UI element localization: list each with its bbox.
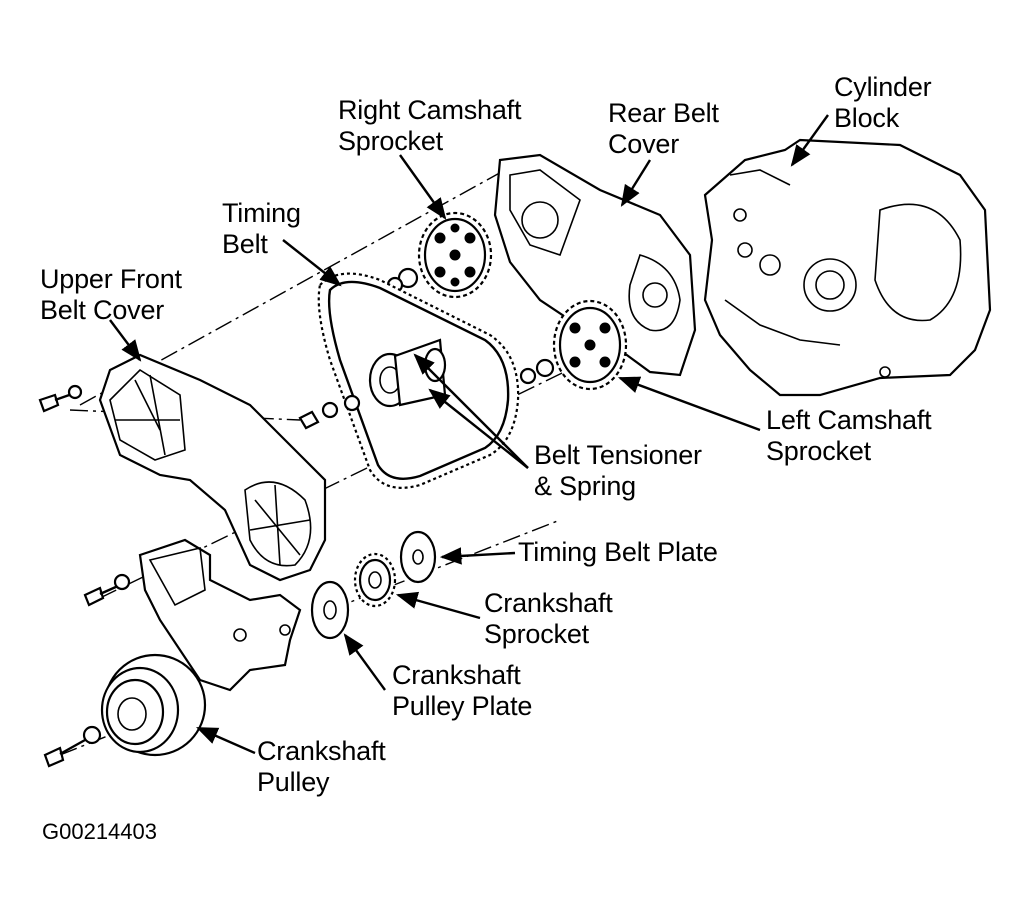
crankshaft-pulley [100, 653, 207, 757]
right-camshaft-sprocket [386, 211, 493, 299]
label-left-camshaft-sprocket: Left Camshaft Sprocket [766, 405, 932, 466]
leader-arrows [109, 114, 829, 755]
label-right-camshaft-sprocket: Right Camshaft Sprocket [338, 95, 522, 156]
rear-belt-cover [493, 153, 697, 377]
timing-belt-plate [399, 530, 437, 584]
label-crankshaft-pulley: Crankshaft Pulley [257, 736, 386, 797]
left-camshaft-sprocket [519, 299, 628, 391]
label-crankshaft-pulley-plate: Crankshaft Pulley Plate [392, 660, 533, 721]
cylinder-block [703, 138, 992, 397]
bolts-and-washers [38, 384, 131, 768]
upper-front-belt-cover [98, 353, 327, 582]
label-upper-front-belt-cover: Upper Front Belt Cover [40, 264, 182, 325]
crankshaft-pulley-plate [310, 580, 350, 640]
label-timing-belt: Timing Belt [222, 198, 301, 259]
figure-code: G00214403 [42, 819, 157, 844]
label-belt-tensioner-spring: Belt Tensioner & Spring [534, 440, 702, 501]
label-crankshaft-sprocket: Crankshaft Sprocket [484, 588, 613, 649]
lower-front-belt-cover [138, 538, 302, 692]
label-cylinder-block: Cylinder Block [834, 72, 932, 133]
label-rear-belt-cover: Rear Belt Cover [608, 98, 719, 159]
label-timing-belt-plate: Timing Belt Plate [518, 537, 718, 567]
crankshaft-sprocket [353, 552, 397, 608]
